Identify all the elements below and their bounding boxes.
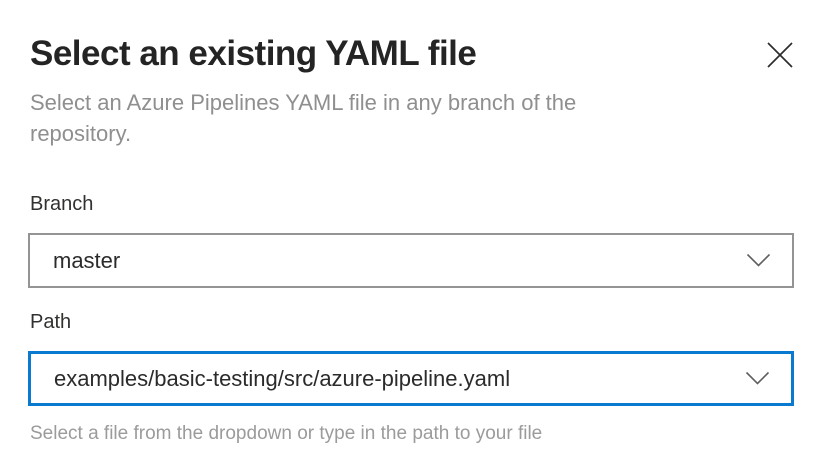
dialog-subtitle: Select an Azure Pipelines YAML file in a… — [30, 90, 577, 146]
path-combobox[interactable]: examples/basic-testing/src/azure-pipelin… — [28, 351, 794, 406]
chevron-down-icon — [745, 371, 791, 386]
page-title: Select an existing YAML file — [30, 34, 477, 73]
close-button[interactable] — [758, 33, 802, 77]
close-icon — [763, 38, 797, 72]
chevron-down-icon — [746, 253, 792, 268]
branch-dropdown[interactable]: master — [28, 233, 794, 288]
path-helper-text: Select a file from the dropdown or type … — [30, 423, 543, 444]
path-label: Path — [30, 311, 72, 333]
branch-dropdown-value: master — [53, 247, 121, 273]
branch-label: Branch — [30, 193, 94, 215]
path-combobox-value: examples/basic-testing/src/azure-pipelin… — [54, 365, 511, 391]
